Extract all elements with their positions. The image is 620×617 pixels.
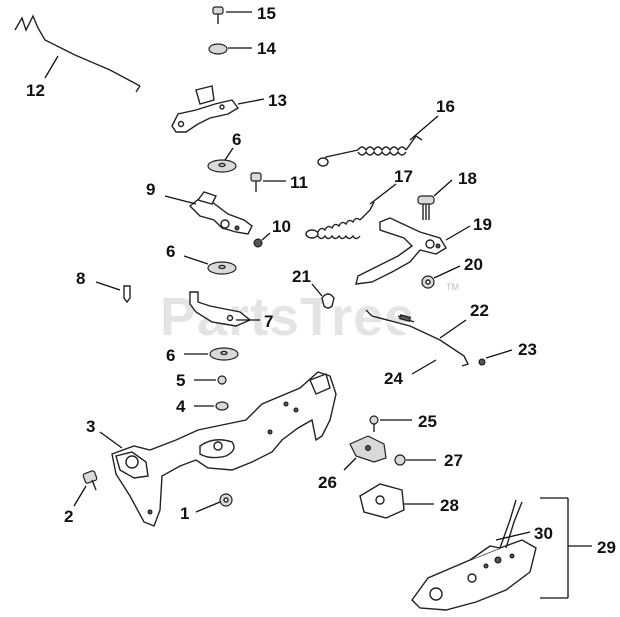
part-24-throttle-link[interactable] <box>365 309 469 367</box>
part-25-screw[interactable] <box>369 415 379 432</box>
part-20-nut[interactable] <box>421 275 435 289</box>
callout-20[interactable]: 20 <box>464 255 483 274</box>
part-3-control-bracket[interactable] <box>111 371 337 527</box>
callout-6-middle[interactable]: 6 <box>166 242 175 261</box>
leader-21 <box>311 283 323 297</box>
leader-17 <box>369 183 397 205</box>
callout-18[interactable]: 18 <box>458 169 477 188</box>
leader-16 <box>409 115 439 141</box>
leader-12 <box>44 55 59 79</box>
watermark: PartsTree <box>160 287 415 347</box>
callout-23[interactable]: 23 <box>518 340 537 359</box>
leader-23 <box>485 349 513 359</box>
part-19-control-bracket[interactable] <box>355 217 447 285</box>
part-29-control-assembly[interactable] <box>411 499 537 611</box>
part-4-nut[interactable] <box>215 401 229 411</box>
callout-7[interactable]: 7 <box>264 312 273 331</box>
part-28-plate[interactable] <box>359 483 405 519</box>
leader-3 <box>99 431 123 449</box>
callout-9[interactable]: 9 <box>146 180 155 199</box>
part-6-washer-top[interactable] <box>207 159 237 173</box>
watermark-trademark: TM <box>446 282 459 292</box>
part-18-screw[interactable] <box>417 195 435 220</box>
part-16-spring[interactable] <box>317 135 423 167</box>
leader-19 <box>445 225 471 241</box>
leader-18 <box>433 179 453 197</box>
callout-4[interactable]: 4 <box>176 397 186 416</box>
part-23-nut[interactable] <box>478 358 486 366</box>
callout-11[interactable]: 11 <box>290 173 308 192</box>
part-27-screw[interactable] <box>394 454 406 466</box>
callout-6-top[interactable]: 6 <box>232 130 241 149</box>
part-5-screw[interactable] <box>217 375 227 385</box>
callout-19[interactable]: 19 <box>473 215 492 234</box>
part-2-screw[interactable] <box>82 470 98 491</box>
callout-12[interactable]: 12 <box>26 81 45 100</box>
leader-13 <box>237 98 265 105</box>
leader-9 <box>164 195 197 205</box>
callout-1[interactable]: 1 <box>180 504 189 523</box>
callout-10[interactable]: 10 <box>272 217 291 236</box>
part-1-nut[interactable] <box>219 493 233 507</box>
callout-28[interactable]: 28 <box>440 496 459 515</box>
callout-8[interactable]: 8 <box>76 269 85 288</box>
leader-10 <box>261 232 271 241</box>
part-21-clip[interactable] <box>321 293 335 309</box>
part-11-screw[interactable] <box>250 172 262 192</box>
callout-22[interactable]: 22 <box>470 301 489 320</box>
callout-29[interactable]: 29 <box>597 538 616 557</box>
leader-22 <box>439 319 467 339</box>
callout-16[interactable]: 16 <box>436 97 455 116</box>
callout-13[interactable]: 13 <box>268 91 287 110</box>
leader-2 <box>73 485 87 507</box>
callout-21[interactable]: 21 <box>292 267 311 286</box>
callout-5[interactable]: 5 <box>176 371 185 390</box>
callout-2[interactable]: 2 <box>64 507 73 526</box>
leader-6b <box>183 255 209 265</box>
leader-26 <box>343 457 357 471</box>
leader-6a <box>224 147 234 161</box>
leader-1 <box>195 501 221 513</box>
part-14-washer[interactable] <box>208 43 228 55</box>
part-17-spring[interactable] <box>305 201 375 240</box>
leader-30 <box>495 531 531 541</box>
part-8-pin[interactable] <box>123 285 131 304</box>
part-13-governor-lever[interactable] <box>171 85 240 133</box>
part-9-throttle-lever[interactable] <box>188 191 253 235</box>
callout-3[interactable]: 3 <box>86 417 95 436</box>
callout-6-bottom[interactable]: 6 <box>166 346 175 365</box>
leader-20 <box>433 265 461 279</box>
leader-24 <box>411 359 437 375</box>
part-6-washer-middle[interactable] <box>207 261 237 275</box>
callout-27[interactable]: 27 <box>444 451 463 470</box>
callout-14[interactable]: 14 <box>257 39 276 58</box>
callout-25[interactable]: 25 <box>418 412 437 431</box>
part-15-screw[interactable] <box>212 6 224 24</box>
leader-8 <box>95 281 121 291</box>
callout-17[interactable]: 17 <box>394 167 413 186</box>
callout-26[interactable]: 26 <box>318 473 337 492</box>
part-12-governor-rod[interactable] <box>14 14 141 93</box>
part-10-nut[interactable] <box>253 238 263 248</box>
part-26-bracket[interactable] <box>349 435 387 463</box>
callout-24[interactable]: 24 <box>384 369 403 388</box>
part-6-washer-bottom[interactable] <box>209 347 239 361</box>
callout-30[interactable]: 30 <box>534 524 553 543</box>
callout-15[interactable]: 15 <box>257 4 276 23</box>
